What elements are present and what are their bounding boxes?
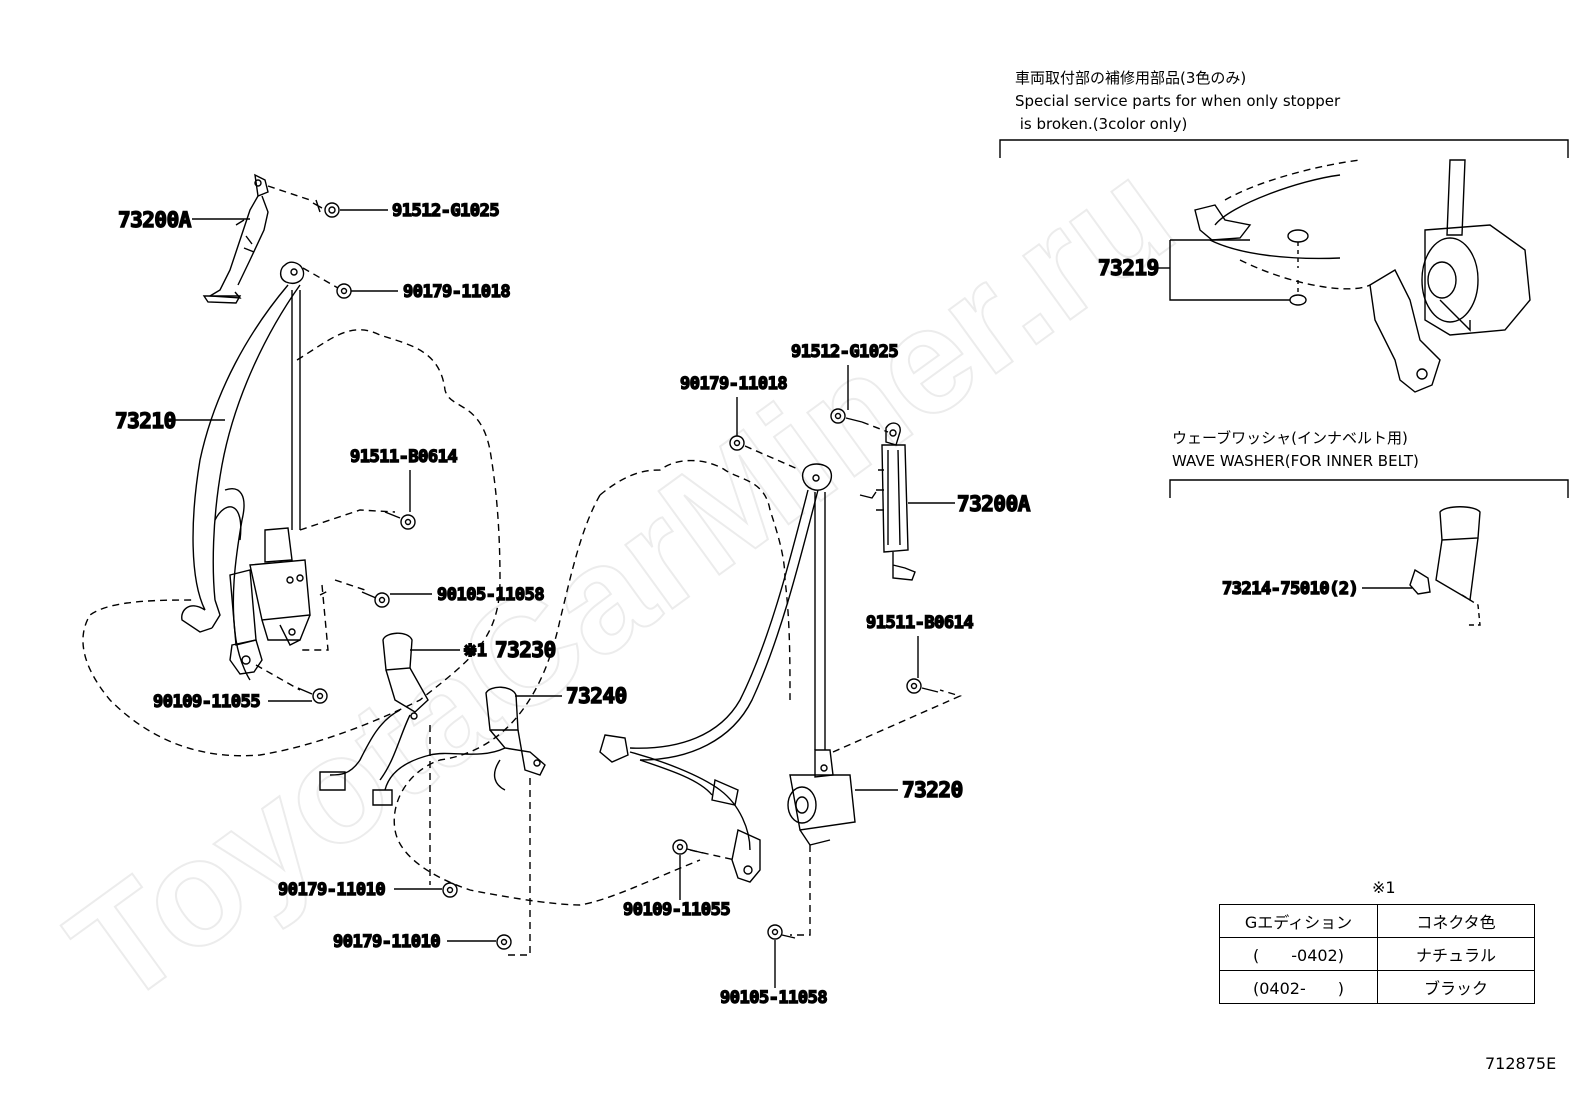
legend-header-row: Gエディション コネクタ色 — [1219, 904, 1535, 938]
stopper-assembly — [1194, 159, 1531, 393]
legend-cell-color: ナチュラル — [1377, 937, 1535, 971]
left-height-adjuster — [202, 173, 269, 304]
special-parts-note-en-1: Special service parts for when only stop… — [1015, 92, 1341, 110]
legend-cell-period: (0402- ) — [1219, 970, 1378, 1004]
wave-washer-assembly — [1409, 506, 1481, 626]
bolt-90105-left — [361, 591, 390, 608]
wave-washer-bracket — [1169, 479, 1569, 498]
label-90179-11010-b: 90179-11010 — [333, 932, 440, 952]
right-height-adjuster — [876, 422, 916, 581]
label-73200a-top: 73200A — [118, 208, 192, 232]
buckle-73240 — [372, 686, 546, 806]
label-91512-g1025-mid: 91512-G1025 — [791, 342, 898, 362]
bolt-91512-top — [312, 199, 340, 218]
buckle-73230 — [319, 632, 429, 791]
label-73219: 73219 — [1098, 256, 1159, 280]
legend-cell-period: ( -0402) — [1219, 937, 1378, 971]
legend-header-edition: Gエディション — [1219, 904, 1378, 938]
bolt-91512-mid — [830, 408, 863, 424]
legend-mark: ※1 — [1372, 878, 1396, 897]
right-retractor — [787, 749, 856, 846]
bracket-73219 — [1169, 239, 1290, 301]
nut-90179-11010-b — [496, 934, 512, 950]
wave-washer-note-jp: ウェーブワッシャ(インナベルト用) — [1172, 429, 1408, 447]
legend-header-color: コネクタ色 — [1377, 904, 1535, 938]
legend-row: ( -0402) ナチュラル — [1219, 937, 1535, 971]
bolt-90105-mid — [767, 924, 796, 940]
left-retractor — [249, 527, 311, 646]
label-90179-11018-top: 90179-11018 — [403, 282, 510, 302]
label-73230: 73230 — [495, 638, 556, 662]
wave-washer-note-en: WAVE WASHER(FOR INNER BELT) — [1172, 452, 1419, 470]
label-90109-11055-left: 90109-11055 — [153, 692, 260, 712]
legend-row: (0402- ) ブラック — [1219, 970, 1535, 1004]
label-73210: 73210 — [115, 409, 176, 433]
label-73240: 73240 — [566, 684, 627, 708]
left-seat-outline — [82, 329, 501, 757]
label-90105-11058-left: 90105-11058 — [437, 585, 544, 605]
label-90105-11058-mid: 90105-11058 — [720, 988, 827, 1008]
label-90179-11018-mid: 90179-11018 — [680, 374, 787, 394]
diagram-id: 712875E — [1485, 1054, 1557, 1073]
legend-cell-color: ブラック — [1377, 970, 1535, 1004]
special-parts-note-jp: 車両取付部の補修用部品(3色のみ) — [1015, 69, 1247, 87]
label-73220: 73220 — [902, 778, 963, 802]
bolt-91511-left — [384, 511, 416, 530]
bolt-90109-mid — [672, 839, 704, 855]
right-seat-outline — [393, 459, 791, 906]
special-parts-note-en-2: is broken.(3color only) — [1015, 115, 1188, 133]
nut-90179-top — [336, 283, 352, 299]
nut-90179-mid — [729, 435, 745, 451]
right-seat-belt — [599, 463, 833, 883]
label-90109-11055-mid: 90109-11055 — [623, 900, 730, 920]
label-73214-75010: 73214-75010(2) — [1222, 579, 1358, 599]
label-91511-b0614-right: 91511-B0614 — [866, 613, 973, 633]
label-91512-g1025-top: 91512-G1025 — [392, 201, 499, 221]
mark-73230: ※1 — [463, 641, 487, 661]
label-91511-b0614-left: 91511-B0614 — [350, 447, 457, 467]
bolt-90109-left — [297, 687, 328, 704]
connector-color-legend: Gエディション コネクタ色 ( -0402) ナチュラル (0402- ) ブラ… — [1219, 904, 1535, 1004]
label-90179-11010-a: 90179-11010 — [278, 880, 385, 900]
left-seat-belt — [181, 261, 305, 681]
label-73200a-right: 73200A — [957, 492, 1031, 516]
nut-90179-11010-a — [442, 882, 458, 898]
special-parts-bracket — [999, 139, 1569, 158]
bolt-91511-right — [906, 678, 939, 694]
